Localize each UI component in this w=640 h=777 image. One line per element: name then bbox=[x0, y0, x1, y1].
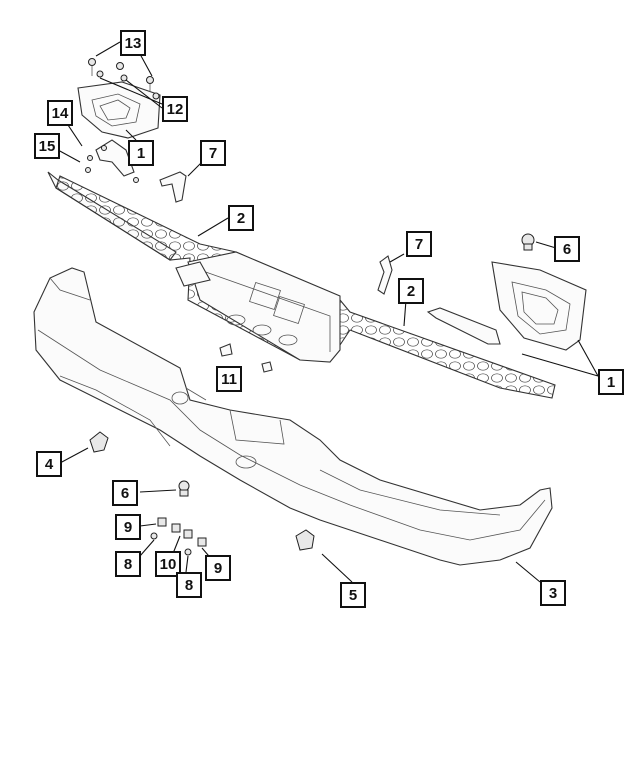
callout-2-upper: 2 bbox=[228, 205, 254, 231]
callout-15: 15 bbox=[34, 133, 60, 159]
callout-13: 13 bbox=[120, 30, 146, 56]
right-bolt-part bbox=[521, 233, 535, 251]
clip-part-5 bbox=[295, 529, 315, 551]
callout-8-left: 8 bbox=[115, 551, 141, 577]
callout-5: 5 bbox=[340, 582, 366, 608]
leader-lines bbox=[57, 41, 599, 583]
callout-7-right: 7 bbox=[406, 231, 432, 257]
callout-6-upper: 6 bbox=[554, 236, 580, 262]
callout-3: 3 bbox=[540, 580, 566, 606]
callout-14: 14 bbox=[47, 100, 73, 126]
main-bumper-part bbox=[33, 267, 553, 566]
callout-8-right: 8 bbox=[176, 572, 202, 598]
step-pad-upper-part bbox=[47, 171, 556, 399]
clip-part-4 bbox=[89, 431, 109, 453]
callout-2-right: 2 bbox=[398, 278, 424, 304]
callout-6-lower: 6 bbox=[112, 480, 138, 506]
left-small-bracket-part bbox=[85, 139, 139, 183]
callout-12: 12 bbox=[162, 96, 188, 122]
pad-part-a bbox=[219, 343, 233, 357]
right-bracket-part bbox=[491, 261, 587, 351]
callout-4: 4 bbox=[36, 451, 62, 477]
right-brace-part bbox=[377, 255, 393, 295]
small-clips-group bbox=[150, 517, 207, 556]
callout-9-right: 9 bbox=[205, 555, 231, 581]
left-brace-part bbox=[159, 171, 187, 203]
left-bracket-part bbox=[77, 81, 161, 139]
pad-part-b bbox=[261, 361, 273, 373]
top-bolts bbox=[88, 58, 160, 100]
callout-7-left: 7 bbox=[200, 140, 226, 166]
callout-9-left: 9 bbox=[115, 514, 141, 540]
right-brace-lower-part bbox=[426, 307, 501, 345]
bolt-part-6 bbox=[178, 480, 190, 497]
callout-10: 10 bbox=[155, 551, 181, 577]
callout-1-right: 1 bbox=[598, 369, 624, 395]
callout-11: 11 bbox=[216, 366, 242, 392]
callout-1-left: 1 bbox=[128, 140, 154, 166]
